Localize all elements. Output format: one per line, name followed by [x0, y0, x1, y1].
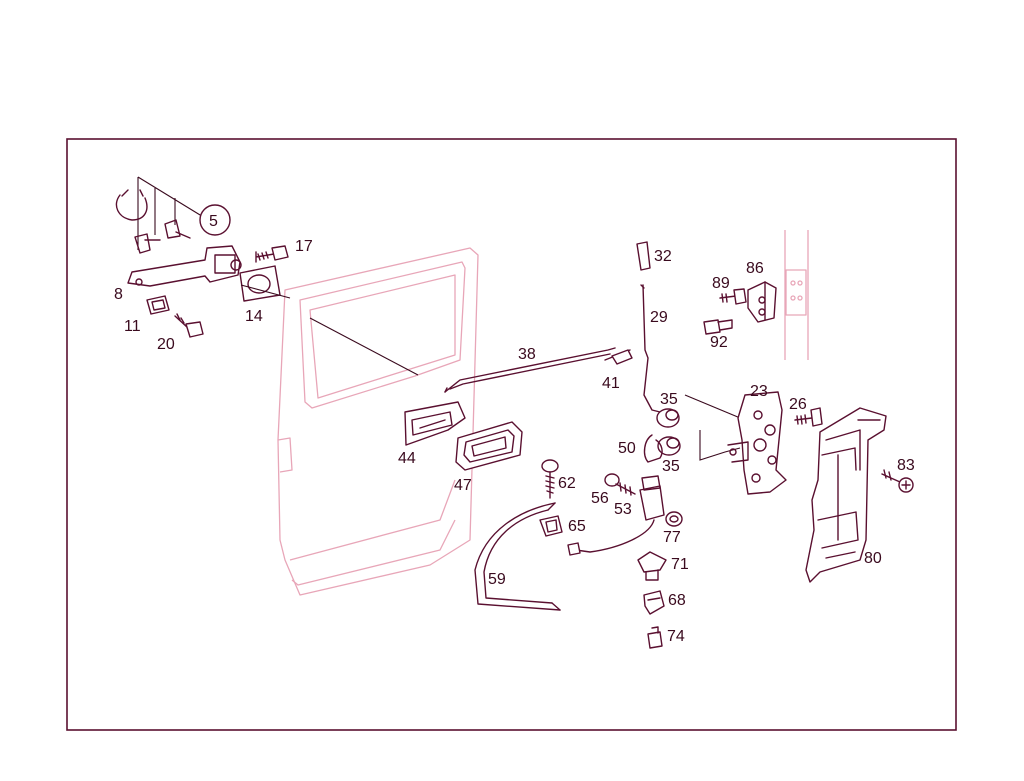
part-47-bezel [455, 421, 523, 471]
part-29-rod [640, 284, 661, 413]
label-89: 89 [712, 275, 730, 292]
part-11-gasket [146, 295, 170, 315]
part-83-screw [881, 469, 914, 493]
label-59: 59 [488, 571, 506, 588]
part-35-bushing-upper [656, 408, 680, 428]
part-56-screw [604, 473, 636, 496]
label-92: 92 [710, 334, 728, 351]
part-77-grommet [665, 511, 683, 527]
part-38-rod [444, 347, 616, 393]
label-41: 41 [602, 375, 620, 392]
part-92-bolt [703, 319, 733, 335]
label-50: 50 [618, 440, 636, 457]
part-17-screw [255, 245, 289, 263]
part-20-screw [174, 313, 204, 338]
label-23: 23 [750, 383, 768, 400]
label-8: 8 [114, 286, 123, 303]
diagram-frame [66, 138, 957, 731]
part-44-interior-handle [404, 401, 466, 446]
part-5-handle-kit [115, 176, 242, 287]
door-outline-ghost [277, 247, 479, 596]
label-5: 5 [209, 213, 218, 230]
label-26: 26 [789, 396, 807, 413]
label-80: 80 [864, 550, 882, 567]
label-77: 77 [663, 529, 681, 546]
label-11: 11 [124, 318, 141, 335]
leader-door [309, 317, 419, 376]
label-38: 38 [518, 346, 536, 363]
label-56: 56 [591, 490, 609, 507]
leader-lock-2 [699, 430, 741, 461]
label-32: 32 [654, 248, 672, 265]
label-35-lower: 35 [662, 458, 680, 475]
label-74: 74 [667, 628, 685, 645]
part-32-lock-knob [636, 241, 651, 271]
part-35-bushing-lower [657, 436, 681, 456]
body-pillar-ghost [784, 230, 809, 360]
label-20: 20 [157, 336, 175, 353]
callout-labels: 5 8 11 14 17 20 23 26 29 32 35 35 38 41 … [114, 213, 915, 645]
label-68: 68 [668, 592, 686, 609]
part-74-plug [647, 626, 663, 649]
part-68-plug [643, 590, 665, 615]
label-29: 29 [650, 309, 668, 326]
part-23-door-lock [727, 391, 787, 495]
label-17: 17 [295, 238, 313, 255]
part-62-screw [541, 459, 559, 499]
label-35-upper: 35 [660, 391, 678, 408]
part-71-grommet [637, 551, 667, 581]
label-44: 44 [398, 450, 416, 467]
label-14: 14 [245, 308, 263, 325]
part-65-clip [539, 515, 563, 537]
label-47: 47 [454, 477, 472, 494]
part-50-clip [643, 434, 663, 463]
label-62: 62 [558, 475, 576, 492]
label-83: 83 [897, 457, 915, 474]
part-59-strap [474, 502, 561, 611]
leader-lock [684, 394, 746, 421]
label-65: 65 [568, 518, 586, 535]
label-86: 86 [746, 260, 764, 277]
label-53: 53 [614, 501, 632, 518]
part-26-screw [794, 407, 823, 427]
part-53-switch [567, 475, 665, 556]
part-86-striker-bracket [747, 281, 777, 323]
part-80-cover [805, 407, 887, 583]
leader-handle [240, 284, 291, 299]
part-41-clip [604, 349, 633, 365]
part-89-screw [719, 288, 747, 305]
part-14-gasket [239, 265, 281, 302]
label-71: 71 [671, 556, 689, 573]
